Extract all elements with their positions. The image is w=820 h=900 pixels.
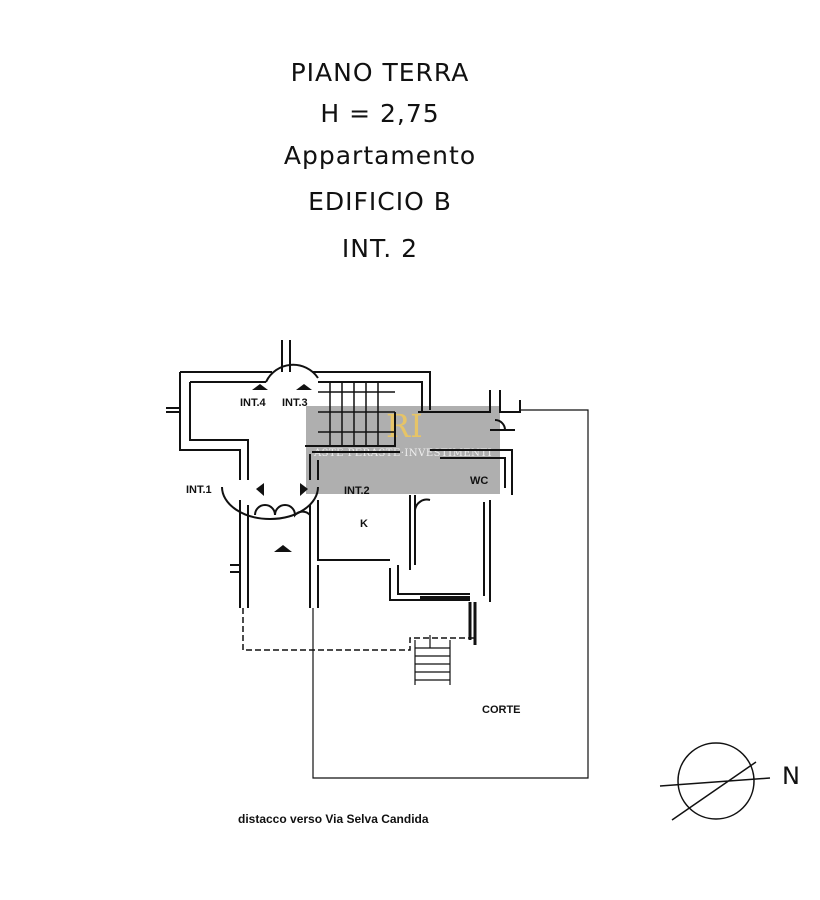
label-int4: INT.4 (240, 397, 267, 409)
ceiling-height: H = 2,75 (320, 99, 440, 128)
unit-number: INT. 2 (341, 234, 419, 263)
entrance-arrows (252, 384, 312, 552)
label-courtyard: CORTE (482, 704, 521, 716)
north-label: N (782, 762, 800, 790)
building-label: EDIFICIO B (308, 187, 452, 216)
label-int2: INT.2 (344, 485, 370, 497)
compass-icon (677, 742, 755, 820)
label-wc: WC (470, 475, 488, 487)
label-kitchen: K (360, 518, 368, 530)
watermark-logo: RI (386, 407, 423, 445)
label-int3: INT.3 (282, 397, 308, 409)
footnote: distacco verso Via Selva Candida (238, 812, 429, 826)
label-int1: INT.1 (186, 484, 212, 496)
watermark-text: ASTE·PERASTE·INVESTIMENTI (313, 448, 493, 459)
unit-type: Appartamento (283, 141, 477, 170)
floor-title: PIANO TERRA (290, 58, 470, 87)
